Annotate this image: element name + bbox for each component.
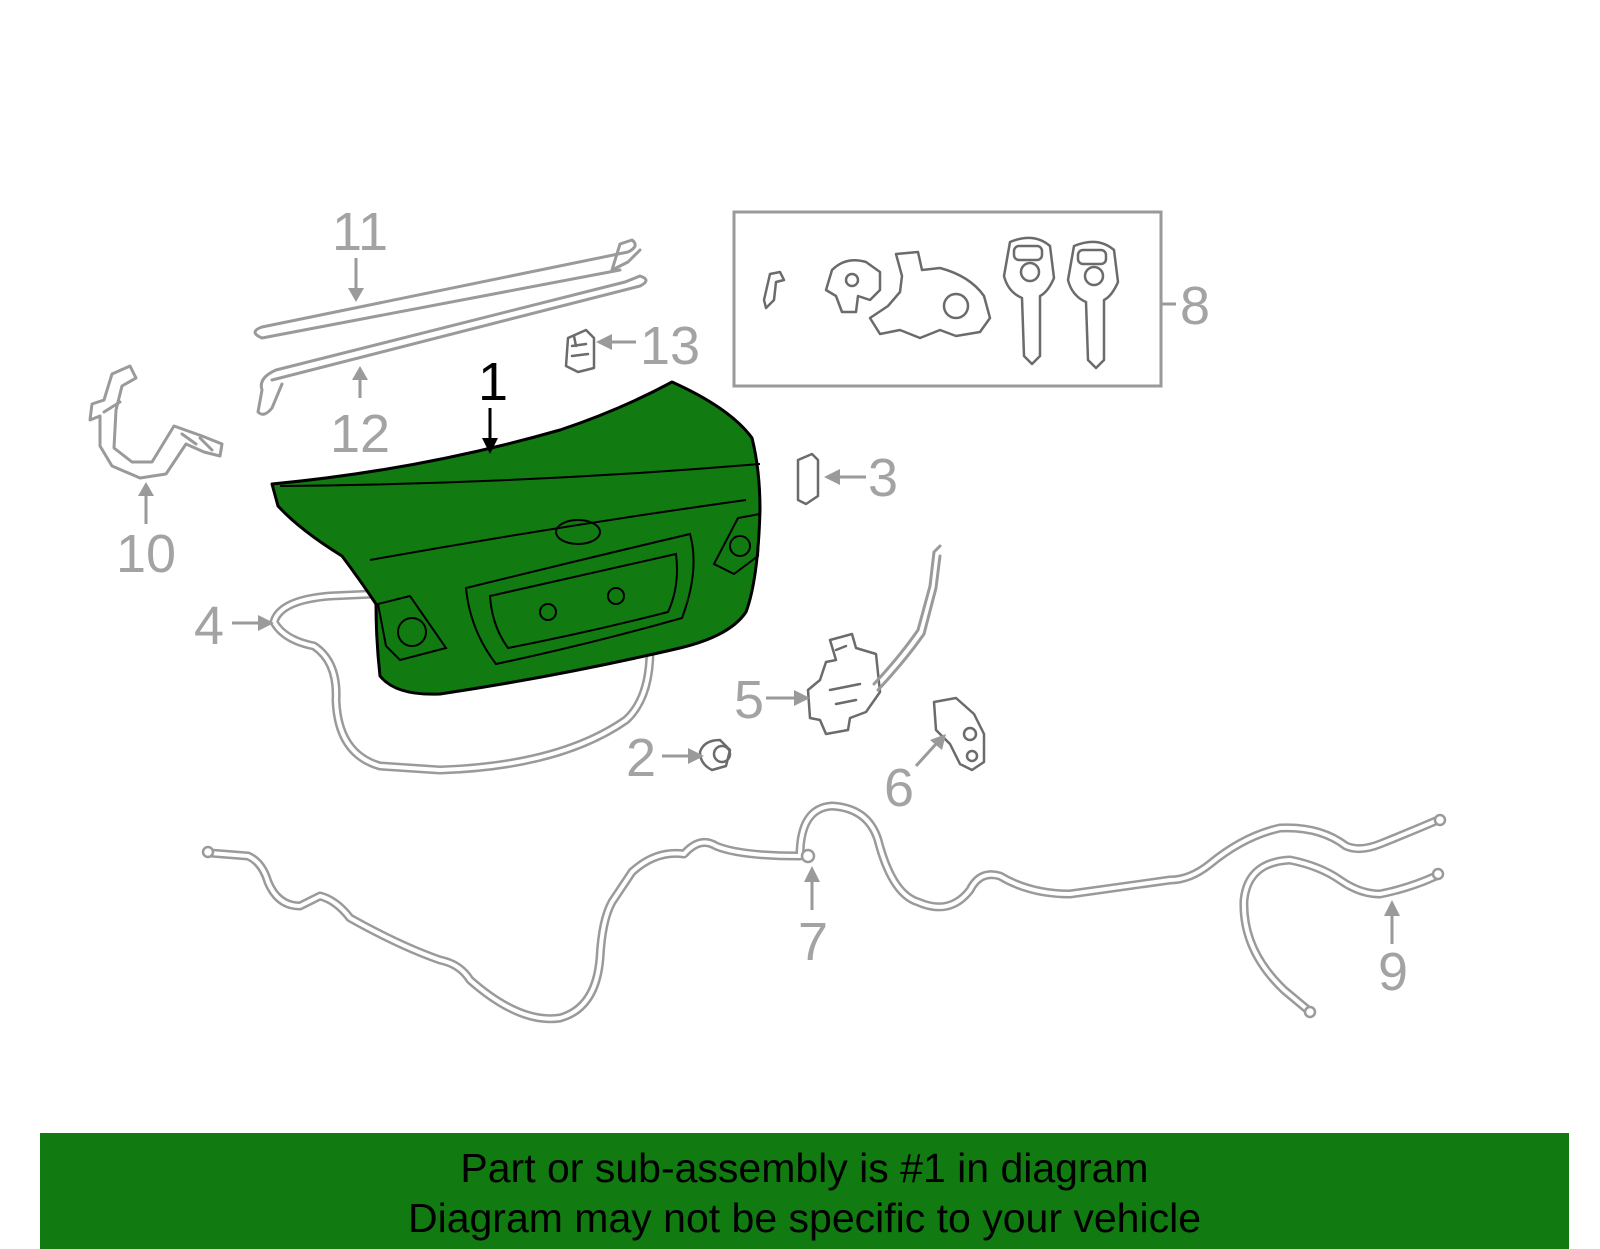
part-13-clip[interactable] <box>564 328 596 374</box>
part-12-torsion-bar[interactable] <box>256 274 648 416</box>
callout-13: 13 <box>640 316 700 376</box>
callout-5: 5 <box>734 670 764 730</box>
callout-10: 10 <box>116 524 176 584</box>
part-5-latch[interactable] <box>806 544 942 736</box>
part-10-hinge[interactable] <box>88 364 224 480</box>
banner-line-2: Diagram may not be specific to your vehi… <box>407 1195 1201 1241</box>
part-1-trunk-lid[interactable] <box>270 380 762 696</box>
callout-1: 1 <box>478 352 508 412</box>
part-6-striker[interactable] <box>932 696 986 772</box>
parts-diagram: 1 2 3 4 5 6 7 8 9 10 11 12 13 <box>88 202 1447 1024</box>
callout-4: 4 <box>194 596 224 656</box>
callout-6: 6 <box>884 758 914 818</box>
part-4-weatherstrip[interactable] <box>269 589 655 775</box>
part-8-lock-key-set[interactable] <box>732 210 1163 388</box>
leader-arrows <box>138 258 1400 944</box>
callout-labels: 1 2 3 4 5 6 7 8 9 10 11 12 13 <box>116 202 1408 1002</box>
banner-line-1: Part or sub-assembly is #1 in diagram <box>460 1145 1149 1191</box>
part-3-pad[interactable] <box>796 452 820 506</box>
callout-12: 12 <box>330 404 390 464</box>
part-9-release-cable[interactable] <box>1239 855 1445 1019</box>
part-7-release-cable[interactable] <box>201 801 1447 1024</box>
callout-7: 7 <box>798 912 828 972</box>
callout-11: 11 <box>332 202 388 262</box>
footer-banner: Part or sub-assembly is #1 in diagram Di… <box>40 1133 1569 1249</box>
callout-9: 9 <box>1378 942 1408 1002</box>
part-2-bumper[interactable] <box>698 738 732 772</box>
callout-2: 2 <box>626 728 656 788</box>
part-11-torsion-bar[interactable] <box>253 238 642 340</box>
callout-8: 8 <box>1180 276 1210 336</box>
callout-3: 3 <box>868 448 898 508</box>
